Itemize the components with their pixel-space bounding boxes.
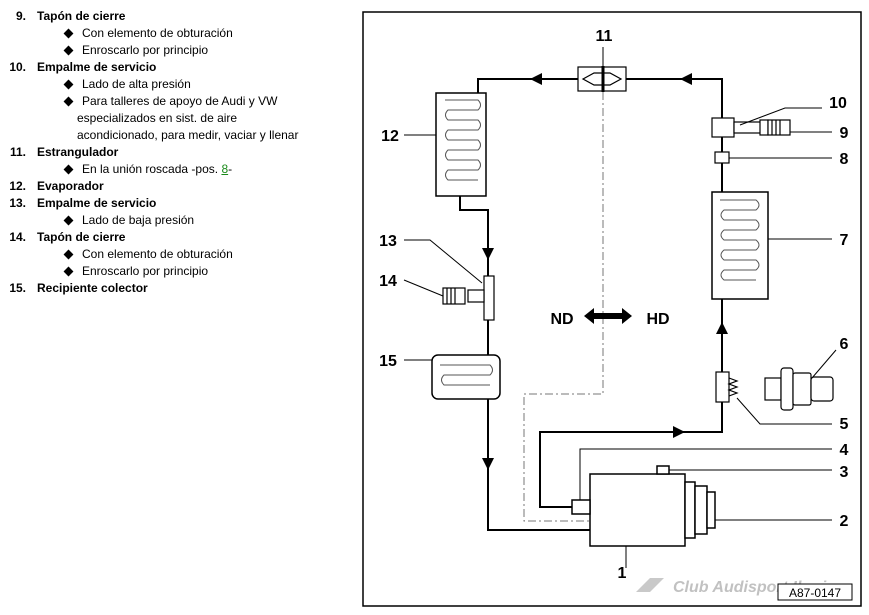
sealing-cap-14 (442, 287, 466, 305)
label-11: 11 (596, 28, 613, 45)
evaporator (435, 92, 487, 197)
label-4: 4 (840, 442, 849, 459)
label-12: 12 (381, 128, 399, 145)
arrow-down-icon (482, 248, 494, 260)
legend-sub-text: Con elemento de obturación (82, 247, 233, 261)
legend-sub-text: Enroscarlo por principio (82, 264, 209, 278)
ac-circuit-svg: ND HD 1 (362, 11, 862, 607)
legend-sub-text: Para talleres de apoyo de Audi y VW (82, 94, 278, 108)
label-14: 14 (379, 273, 397, 290)
label-5: 5 (840, 416, 849, 433)
diamond-bullet-icon (64, 267, 74, 277)
legend-sub: Con elemento de obturación (0, 25, 350, 42)
position-8-link[interactable]: 8 (221, 162, 229, 176)
legend-number: 11. (9, 145, 26, 159)
ref-suffix: - (228, 162, 233, 176)
label-13: 13 (379, 233, 397, 250)
valve-5 (715, 371, 739, 403)
label-1: 1 (618, 565, 627, 582)
diagram-labels: 1 2 3 4 5 6 7 8 9 10 11 12 13 14 15 (379, 28, 848, 582)
label-15: 15 (379, 353, 397, 370)
drawing-code: A87-0147 (789, 586, 841, 600)
condenser (711, 191, 769, 300)
legend-list: 9. Tapón de cierre Con elemento de obtur… (0, 8, 350, 297)
legend-title: Estrangulador (37, 145, 119, 159)
high-pressure-service-connection (711, 117, 769, 138)
label-2: 2 (840, 513, 849, 530)
legend-item-14: 14. Tapón de cierre (0, 229, 350, 246)
legend-sub: Con elemento de obturación (0, 246, 350, 263)
legend-item-9: 9. Tapón de cierre (0, 8, 350, 25)
legend-sub: Enroscarlo por principio (0, 263, 350, 280)
legend-number: 10. (9, 60, 26, 74)
legend-sub-text: Enroscarlo por principio (82, 43, 209, 57)
diamond-bullet-icon (64, 97, 74, 107)
pressure-separation-line (523, 92, 712, 522)
legend-title: Empalme de servicio (37, 60, 157, 74)
legend-item-10: 10. Empalme de servicio (0, 59, 350, 76)
legend-sub-text: Lado de baja presión (82, 213, 195, 227)
legend-number: 15. (9, 281, 26, 295)
diamond-bullet-icon (64, 250, 74, 260)
legend-number: 13. (9, 196, 26, 210)
sealing-cap-9 (767, 119, 791, 136)
legend-item-15: 15. Recipiente colector (0, 280, 350, 297)
diagram-frame (362, 11, 862, 607)
legend-number: 9. (15, 9, 26, 23)
double-arrow-icon (584, 308, 632, 324)
legend-title: Tapón de cierre (37, 230, 126, 244)
label-10: 10 (829, 95, 847, 112)
legend-title: Empalme de servicio (37, 196, 157, 210)
legend-number: 14. (9, 230, 26, 244)
legend-sub: Lado de alta presión (0, 76, 350, 93)
low-pressure-service-connection (467, 275, 495, 321)
arrow-down-icon (482, 458, 494, 470)
refrigerant-pipes (459, 78, 723, 531)
ac-circuit-diagram: ND HD 1 (361, 10, 863, 615)
watermark-logo-icon (636, 578, 664, 592)
legend-sub: Enroscarlo por principio (0, 42, 350, 59)
leader-lines (403, 47, 837, 568)
legend-sub: Lado de baja presión (0, 212, 350, 229)
legend-sub-text: especializados en sist. de aire (77, 111, 238, 125)
legend-number: 12. (9, 179, 26, 193)
legend-sub-text: Lado de alta presión (82, 77, 191, 91)
label-7: 7 (840, 232, 849, 249)
label-3: 3 (840, 464, 849, 481)
compressor (571, 465, 716, 547)
label-8: 8 (840, 151, 849, 168)
legend-sub-text: En la unión roscada -pos. 8- (82, 161, 232, 178)
legend-sub-multiline: Para talleres de apoyo de Audi y VW espe… (77, 93, 337, 144)
diamond-bullet-icon (64, 216, 74, 226)
legend-title: Evaporador (37, 179, 104, 193)
arrow-left-icon (530, 73, 542, 85)
arrow-up-icon (716, 322, 728, 334)
legend-title: Tapón de cierre (37, 9, 126, 23)
ref-text: En la unión roscada -pos. (82, 162, 219, 176)
diamond-bullet-icon (64, 80, 74, 90)
high-pressure-label: HD (646, 311, 669, 328)
flow-arrows (482, 73, 728, 470)
restrictor (577, 66, 627, 92)
legend-item-12: 12. Evaporador (0, 178, 350, 195)
label-9: 9 (840, 125, 849, 142)
threaded-union-8 (714, 151, 730, 164)
legend-sub-text: Con elemento de obturación (82, 26, 233, 40)
receiver-accumulator (431, 354, 501, 400)
arrow-right-icon (673, 426, 685, 438)
legend-item-11: 11. Estrangulador (0, 144, 350, 161)
legend-sub-text: acondicionado, para medir, vaciar y llen… (77, 128, 299, 142)
pressure-switch-6 (764, 367, 834, 411)
legend-item-13: 13. Empalme de servicio (0, 195, 350, 212)
legend-sub: En la unión roscada -pos. 8- (0, 161, 350, 178)
diamond-bullet-icon (64, 29, 74, 39)
arrow-left-icon (680, 73, 692, 85)
low-pressure-label: ND (550, 311, 573, 328)
diamond-bullet-icon (64, 46, 74, 56)
label-6: 6 (840, 336, 849, 353)
legend-title: Recipiente colector (37, 281, 148, 295)
diamond-bullet-icon (64, 165, 74, 175)
